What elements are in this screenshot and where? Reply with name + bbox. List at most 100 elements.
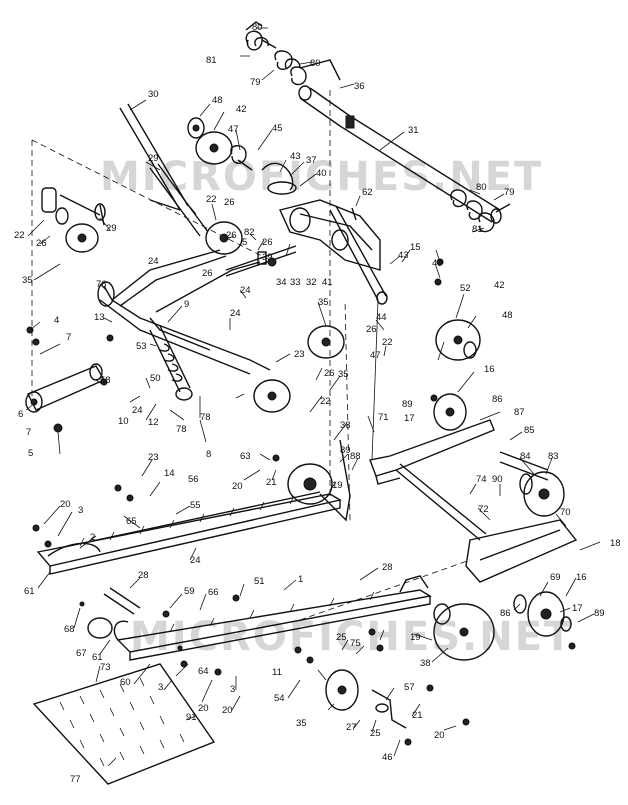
fasteners <box>26 258 576 746</box>
callout-5: 5 <box>242 237 247 248</box>
callout-89: 89 <box>340 445 351 456</box>
callout-48: 48 <box>212 95 223 106</box>
callout-65: 65 <box>126 516 137 527</box>
callout-42: 42 <box>494 280 505 291</box>
leader-lines <box>25 27 601 767</box>
torsion-springs-right <box>450 189 511 233</box>
callout-89: 89 <box>402 399 413 410</box>
callout-35: 35 <box>338 369 349 380</box>
callout-68: 68 <box>64 624 75 635</box>
callout-58: 58 <box>100 375 111 386</box>
callout-51: 51 <box>254 576 265 587</box>
callout-26: 26 <box>366 324 377 335</box>
callout-47: 47 <box>228 124 239 135</box>
callout-42: 42 <box>236 104 247 115</box>
callout-5: 5 <box>28 448 33 459</box>
callout-70: 70 <box>560 507 571 518</box>
callout-56: 56 <box>188 474 199 485</box>
callout-26: 26 <box>324 368 335 379</box>
callout-53: 53 <box>136 341 147 352</box>
lower-wheels <box>325 603 495 729</box>
callout-22: 22 <box>206 194 217 205</box>
callout-10: 10 <box>118 416 129 427</box>
callout-46: 46 <box>382 752 393 763</box>
callout-25: 25 <box>336 632 347 643</box>
callout-43: 43 <box>398 250 409 261</box>
callout-84: 84 <box>520 451 531 462</box>
callout-87: 87 <box>514 407 525 418</box>
pivot-pins <box>225 245 297 277</box>
callout-79: 79 <box>250 77 261 88</box>
left-link <box>25 363 105 413</box>
callout-36: 36 <box>354 81 365 92</box>
callout-17: 17 <box>572 603 583 614</box>
callout-24: 24 <box>190 555 201 566</box>
callout-34: 34 <box>276 277 287 288</box>
callout-23: 23 <box>294 349 305 360</box>
callout-44: 44 <box>376 312 387 323</box>
callout-26: 26 <box>262 237 273 248</box>
watermark-top: MICROFICHES.NET <box>100 154 543 200</box>
callout-3: 3 <box>230 684 235 695</box>
callout-28: 28 <box>138 570 149 581</box>
callout-80: 80 <box>476 182 487 193</box>
left-slide-rail <box>36 439 351 575</box>
callout-29: 29 <box>106 223 117 234</box>
callout-23: 23 <box>148 452 159 463</box>
right-slide-rail <box>113 575 432 661</box>
callout-78: 78 <box>200 412 211 423</box>
callout-28: 28 <box>382 562 393 573</box>
callout-6: 6 <box>18 409 23 420</box>
callout-9: 9 <box>184 299 189 310</box>
callout-86: 86 <box>492 394 503 405</box>
callout-86: 86 <box>500 608 511 619</box>
callout-20: 20 <box>222 705 233 716</box>
callout-69: 69 <box>550 572 561 583</box>
watermark-bottom: MICROFICHES.NET <box>130 614 573 660</box>
callout-22: 22 <box>382 337 393 348</box>
left-idler-wheels <box>41 187 106 253</box>
callout-80: 80 <box>252 22 263 33</box>
wear-strip <box>32 663 216 785</box>
upper-cross-shaft <box>298 85 502 224</box>
callout-88: 88 <box>350 451 361 462</box>
callout-26: 26 <box>226 230 237 241</box>
callout-89: 89 <box>594 608 605 619</box>
callout-16: 16 <box>576 572 587 583</box>
callout-14: 14 <box>164 468 175 479</box>
callout-30: 30 <box>148 89 159 100</box>
callout-1: 1 <box>298 574 303 585</box>
upper-wheels-42-47 <box>187 117 253 171</box>
torsion-springs-top <box>245 21 341 86</box>
callout-80: 80 <box>310 58 321 69</box>
bottom-shaft-28 <box>87 587 141 639</box>
callout-77: 77 <box>70 774 81 785</box>
callout-21: 21 <box>266 477 277 488</box>
callout-19: 19 <box>410 632 421 643</box>
callout-74: 74 <box>476 474 487 485</box>
callout-37: 37 <box>306 155 317 166</box>
callout-45: 45 <box>272 123 283 134</box>
callout-43: 43 <box>290 151 301 162</box>
callout-15: 15 <box>410 242 421 253</box>
callout-26: 26 <box>202 268 213 279</box>
callout-26: 26 <box>224 197 235 208</box>
callout-22: 22 <box>320 396 331 407</box>
callout-35: 35 <box>318 297 329 308</box>
callout-35: 35 <box>22 275 33 286</box>
callout-33: 33 <box>290 277 301 288</box>
callout-81: 81 <box>206 55 217 66</box>
callout-18: 18 <box>610 538 621 549</box>
callout-48: 48 <box>502 310 513 321</box>
callout-20: 20 <box>434 730 445 741</box>
callout-91: 91 <box>186 712 197 723</box>
callout-11: 11 <box>272 667 282 678</box>
callout-3: 3 <box>78 505 83 516</box>
callout-66: 66 <box>208 587 219 598</box>
callout-7: 7 <box>26 427 31 438</box>
callout-60: 60 <box>120 677 131 688</box>
callout-8: 8 <box>206 449 211 460</box>
callout-24: 24 <box>148 256 159 267</box>
callout-22: 22 <box>14 230 25 241</box>
